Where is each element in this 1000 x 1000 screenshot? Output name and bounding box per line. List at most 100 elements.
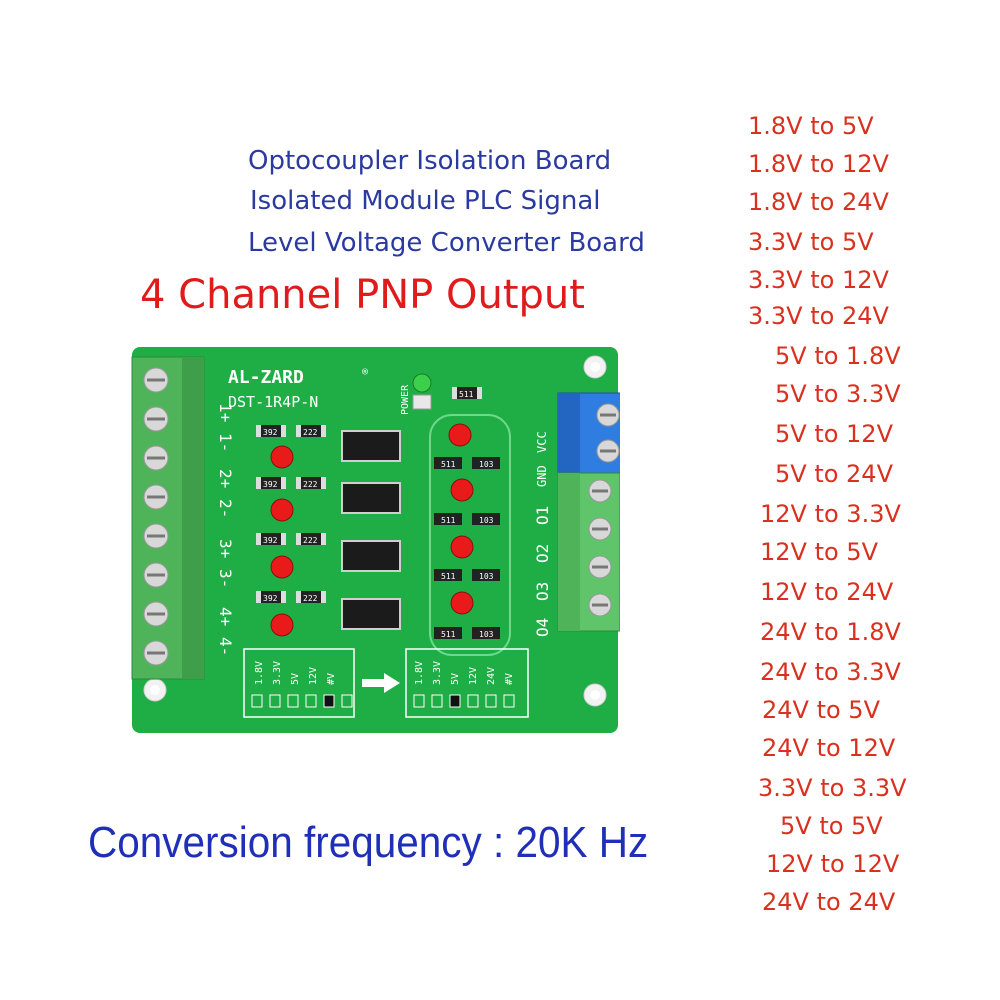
out-resistor-4b-label: 103 [479, 630, 494, 639]
pcb-board-image: 1+ 1- 2+ 2- 3+ 3- 4+ 4- AL-ZARD ® DST-1R… [131, 347, 620, 733]
optocoupler-ch2 [341, 482, 401, 514]
headline: 4 Channel PNP Output [140, 272, 585, 318]
conversion-item: 3.3V to 3.3V [758, 774, 907, 802]
jumper-out-2: 3.3V [432, 661, 443, 685]
input-terminal-block [131, 356, 205, 680]
power-led [412, 373, 432, 410]
conversion-item: 24V to 24V [762, 888, 896, 916]
conversion-item: 12V to 12V [766, 850, 900, 878]
optocoupler-ch4 [341, 598, 401, 630]
brand-label: AL-ZARD [228, 367, 304, 388]
frequency-value: 20K Hz [515, 818, 649, 867]
headline-channel: 4 Channel [140, 272, 343, 318]
output-label-o1: O1 [533, 506, 552, 525]
conversion-item: 24V to 3.3V [760, 658, 901, 686]
frequency-label: Conversion frequency : [88, 818, 505, 867]
input-label-2p: 2+ [216, 469, 235, 488]
output-terminal-block [557, 472, 620, 632]
jumper-in-5: #V [326, 673, 337, 685]
out-resistor-1a-label: 511 [441, 460, 456, 469]
conversion-frequency: Conversion frequency : 20K Hz [88, 818, 648, 868]
conversion-item: 1.8V to 12V [748, 150, 889, 178]
resistor-power-label: 511 [459, 390, 474, 399]
jumper-out-5: 24V [486, 667, 497, 685]
resistor-ch4-a-label: 392 [263, 594, 278, 603]
out-resistor-3b-label: 103 [479, 572, 494, 581]
conversion-item: 12V to 24V [760, 578, 894, 606]
out-resistor-4a-label: 511 [441, 630, 456, 639]
conversion-item: 5V to 1.8V [775, 342, 901, 370]
output-led-4: 511 103 [434, 591, 500, 639]
out-resistor-2a-label: 511 [441, 516, 456, 525]
output-label-o2: O2 [533, 544, 552, 563]
screw-row [143, 367, 169, 666]
resistor-ch4-b-label: 222 [303, 594, 318, 603]
jumper-out-6: #V [504, 673, 515, 685]
conversion-item: 1.8V to 5V [748, 112, 874, 140]
description-line-1: Optocoupler Isolation Board [248, 146, 612, 176]
conversion-item: 24V to 1.8V [760, 618, 901, 646]
conversion-item: 5V to 12V [775, 420, 893, 448]
headline-output: PNP Output [355, 272, 585, 318]
resistor-power: 511 [452, 387, 482, 399]
resistor-ch3-a-label: 392 [263, 536, 278, 545]
input-label-3n: 3- [216, 569, 235, 588]
description-line-2: Isolated Module PLC Signal [250, 186, 601, 216]
output-label-vcc: VCC [535, 431, 549, 453]
resistor-ch3-b-label: 222 [303, 536, 318, 545]
jumper-selector-input: 1.8V 3.3V 5V 12V #V [243, 648, 355, 718]
output-label-o4: O4 [533, 618, 552, 637]
output-led-3: 511 103 [434, 535, 500, 581]
description-line-3: Level Voltage Converter Board [248, 228, 645, 258]
output-label-gnd: GND [535, 465, 549, 487]
conversion-item: 1.8V to 24V [748, 188, 889, 216]
input-label-1p: 1+ [216, 403, 235, 422]
model-label: DST-1R4P-N [228, 393, 318, 411]
conversion-item: 3.3V to 24V [748, 302, 889, 330]
conversion-item: 5V to 3.3V [775, 380, 901, 408]
conversion-item: 24V to 5V [762, 696, 880, 724]
conversion-item: 24V to 12V [762, 734, 896, 762]
input-label-4p: 4+ [216, 607, 235, 626]
jumper-in-1: 1.8V [254, 661, 265, 685]
conversion-item: 12V to 5V [760, 538, 878, 566]
resistor-ch2-a-label: 392 [263, 480, 278, 489]
registered-mark: ® [362, 367, 369, 378]
output-label-o3: O3 [533, 582, 552, 601]
channel-3: 392 222 [256, 533, 401, 579]
input-label-3p: 3+ [216, 539, 235, 558]
jumper-in-3: 5V [290, 673, 301, 685]
output-led-1: 511 103 [434, 423, 500, 469]
jumper-out-3: 5V [450, 673, 461, 685]
output-led-outline [429, 414, 511, 656]
input-label-1n: 1- [216, 433, 235, 452]
resistor-ch1-b-label: 222 [303, 428, 318, 437]
channel-1: 392 222 [256, 425, 401, 469]
jumper-in-4: 12V [308, 667, 319, 685]
channel-4: 392 222 [256, 591, 401, 637]
jumper-out-4: 12V [468, 667, 479, 685]
out-resistor-2b-label: 103 [479, 516, 494, 525]
power-terminal-block [557, 392, 620, 474]
conversion-item: 3.3V to 5V [748, 228, 874, 256]
power-label: POWER [400, 384, 411, 415]
optocoupler-ch1 [341, 430, 401, 462]
arrow-icon [362, 673, 400, 693]
channel-2: 392 222 [256, 477, 401, 522]
conversion-item: 5V to 24V [775, 460, 893, 488]
out-resistor-1b-label: 103 [479, 460, 494, 469]
conversion-item: 5V to 5V [780, 812, 883, 840]
out-resistor-3a-label: 511 [441, 572, 456, 581]
conversion-item: 12V to 3.3V [760, 500, 901, 528]
input-label-2n: 2- [216, 499, 235, 518]
jumper-in-2: 3.3V [272, 661, 283, 685]
resistor-ch1-a-label: 392 [263, 428, 278, 437]
resistor-ch2-b-label: 222 [303, 480, 318, 489]
input-label-4n: 4- [216, 637, 235, 656]
optocoupler-ch3 [341, 540, 401, 572]
output-led-2: 511 103 [434, 478, 500, 525]
jumper-out-1: 1.8V [414, 661, 425, 685]
mount-holes [143, 355, 607, 707]
jumper-selector-output: 1.8V 3.3V 5V 12V 24V #V [405, 648, 529, 718]
conversion-item: 3.3V to 12V [748, 266, 889, 294]
